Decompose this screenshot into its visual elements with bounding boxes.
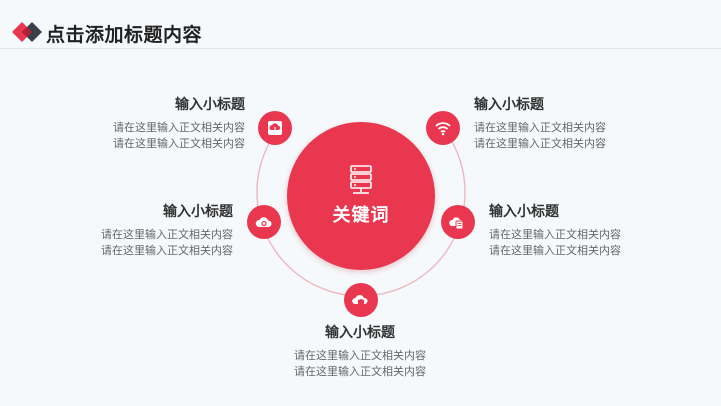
item-text-line: 请在这里输入正文相关内容	[101, 228, 233, 241]
item-title: 输入小标题	[325, 325, 395, 341]
cloud-shield-icon	[352, 294, 368, 306]
cloud-download-icon	[268, 121, 282, 135]
item-text-line: 请在这里输入正文相关内容	[474, 121, 606, 134]
cloud-settings-icon	[255, 217, 272, 227]
node-middle-right	[441, 205, 475, 239]
cloud-document-icon	[449, 217, 464, 230]
page-title: 点击添加标题内容	[46, 24, 203, 46]
node-bottom	[344, 283, 378, 317]
item-text-line: 请在这里输入正文相关内容	[489, 244, 621, 257]
node-top-left	[258, 111, 292, 145]
item-text-line: 请在这里输入正文相关内容	[113, 137, 245, 150]
server-icon	[350, 165, 372, 194]
center-keyword-label: 关键词	[332, 205, 390, 226]
item-bottom: 输入小标题 请在这里输入正文相关内容 请在这里输入正文相关内容	[260, 322, 460, 380]
item-top-right: 输入小标题 请在这里输入正文相关内容 请在这里输入正文相关内容	[474, 94, 606, 152]
item-text-line: 请在这里输入正文相关内容	[113, 121, 245, 134]
item-text-line: 请在这里输入正文相关内容	[294, 349, 426, 362]
header: 点击添加标题内容	[0, 0, 721, 48]
diamond-logo-icon	[12, 22, 42, 42]
item-middle-left: 输入小标题 请在这里输入正文相关内容 请在这里输入正文相关内容	[101, 201, 233, 259]
item-text-line: 请在这里输入正文相关内容	[474, 137, 606, 150]
item-title: 输入小标题	[163, 204, 233, 220]
item-text-line: 请在这里输入正文相关内容	[294, 365, 426, 378]
item-middle-right: 输入小标题 请在这里输入正文相关内容 请在这里输入正文相关内容	[489, 201, 621, 259]
item-top-left: 输入小标题 请在这里输入正文相关内容 请在这里输入正文相关内容	[113, 94, 245, 152]
item-title: 输入小标题	[175, 97, 245, 113]
wifi-icon	[435, 122, 451, 136]
node-middle-left	[247, 205, 281, 239]
center-keyword-circle: 关键词	[287, 122, 435, 270]
item-text-line: 请在这里输入正文相关内容	[101, 244, 233, 257]
header-divider	[0, 48, 721, 49]
node-top-right	[426, 111, 460, 145]
item-title: 输入小标题	[489, 204, 559, 220]
item-text-line: 请在这里输入正文相关内容	[489, 228, 621, 241]
item-title: 输入小标题	[474, 97, 544, 113]
